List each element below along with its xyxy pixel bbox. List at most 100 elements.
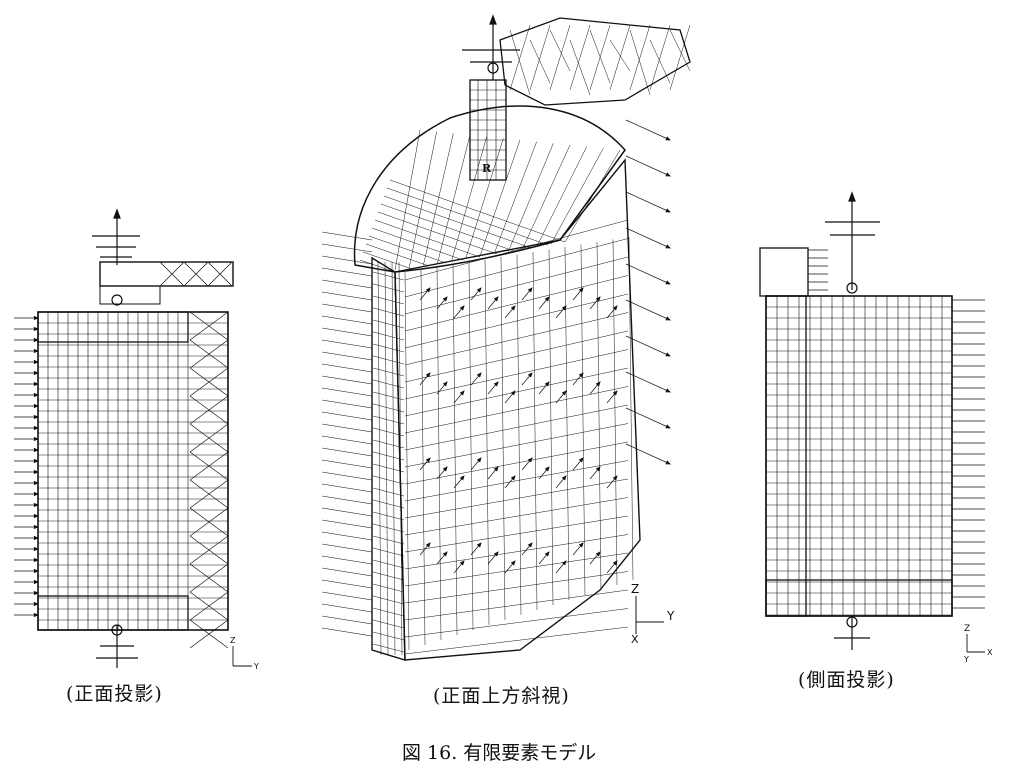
- front-brace-line: [189, 339, 229, 369]
- oblique-load-arrow: [625, 263, 671, 285]
- face-ring: [372, 343, 405, 353]
- oblique-load-arrow: [625, 227, 671, 249]
- arrow-head: [425, 542, 431, 548]
- arrow-head: [476, 372, 482, 378]
- side-vertical: [436, 266, 442, 641]
- arrow-head: [527, 457, 533, 463]
- roof-radial: [394, 129, 421, 271]
- roof-ring: [386, 187, 549, 246]
- front-top-band: [37, 311, 189, 343]
- side-axis-triad: Z X Y: [963, 624, 993, 664]
- front-axis-triad: Z Y: [230, 636, 259, 671]
- roof-radial: [437, 134, 471, 264]
- arrow-head: [459, 560, 465, 566]
- front-brace-line: [189, 423, 229, 453]
- arrow-head: [459, 390, 465, 396]
- arrow-head: [33, 524, 40, 530]
- arrow-head: [33, 337, 40, 343]
- face-ring: [372, 619, 405, 629]
- oblique-left-load-line: [321, 363, 373, 373]
- oblique-left-load-line: [321, 471, 373, 481]
- oblique-axis-x: X: [631, 633, 639, 646]
- oblique-marker-r: R: [482, 162, 492, 175]
- side-horizontal: [404, 608, 629, 638]
- crown-tri-line: [649, 24, 671, 91]
- crown-tri-line: [569, 39, 591, 96]
- crown-tri-line: [529, 39, 551, 84]
- front-brace-line: [159, 261, 185, 287]
- arrow-head: [510, 560, 516, 566]
- arrow-head: [612, 390, 618, 396]
- side-left-core: [765, 295, 807, 617]
- front-top-support-symbol: [92, 208, 140, 306]
- arrow-head: [33, 436, 40, 442]
- side-vertical: [516, 254, 522, 616]
- arrow-head: [665, 460, 671, 465]
- side-horizontal: [404, 423, 629, 468]
- arrow-head: [527, 287, 533, 293]
- side-top-tower: [759, 247, 809, 297]
- oblique-load-arrows: [419, 119, 671, 574]
- oblique-crown-mesh: [509, 24, 691, 96]
- face-ring: [372, 319, 405, 329]
- side-horizontal: [404, 460, 629, 502]
- crown-tri-line: [669, 29, 691, 72]
- face-ring: [372, 451, 405, 461]
- side-mesh-grid: [765, 295, 952, 616]
- side-horizontal: [404, 238, 629, 298]
- oblique-left-load-line: [321, 351, 373, 361]
- oblique-left-load-line: [321, 255, 373, 265]
- arrow-head: [33, 557, 40, 563]
- roof-ring: [362, 251, 413, 270]
- arrow-head: [578, 542, 584, 548]
- face-vertical: [384, 261, 389, 656]
- oblique-left-load-line: [321, 483, 373, 493]
- oblique-left-load-line: [321, 339, 373, 349]
- oblique-load-arrow: [625, 335, 671, 357]
- roof-ring: [383, 195, 532, 249]
- front-brace-line: [189, 507, 229, 537]
- roof-ring: [371, 227, 464, 261]
- arrow-head: [527, 542, 533, 548]
- front-base-band: [37, 595, 189, 631]
- arrow-head: [33, 579, 40, 585]
- side-horizontal: [404, 275, 629, 332]
- arrow-head: [33, 502, 40, 508]
- arrow-head: [33, 590, 40, 596]
- side-horizontal: [404, 626, 629, 655]
- roof-radial: [522, 144, 571, 250]
- side-vertical: [404, 271, 410, 651]
- side-axis-y: Y: [963, 655, 969, 664]
- front-bracing: [159, 261, 233, 649]
- crown-tri-line: [509, 29, 531, 96]
- arrow-head: [665, 172, 671, 177]
- arrow-head: [544, 466, 550, 472]
- arrow-head: [33, 469, 40, 475]
- oblique-left-load-line: [321, 243, 373, 253]
- roof-radial: [508, 143, 554, 252]
- oblique-left-load-line: [321, 387, 373, 397]
- roof-ring: [359, 259, 396, 273]
- oblique-left-load-line: [321, 267, 373, 277]
- arrow-head: [561, 390, 567, 396]
- arrow-head: [578, 372, 584, 378]
- arrow-head: [561, 560, 567, 566]
- side-vertical: [612, 239, 618, 586]
- crown-tri-line: [549, 24, 571, 91]
- oblique-left-load-line: [321, 615, 373, 625]
- figure-caption: 図 16. 有限要素モデル: [402, 742, 597, 764]
- roof-ring: [380, 203, 515, 252]
- face-ring: [372, 571, 405, 581]
- face-ring: [372, 367, 405, 377]
- oblique-axis-triad: Z Y X: [631, 582, 675, 646]
- arrow-head: [665, 280, 671, 285]
- oblique-load-arrow: [625, 371, 671, 393]
- arrow-head: [493, 551, 499, 557]
- oblique-left-load-line: [321, 291, 373, 301]
- front-brace-line: [207, 261, 233, 287]
- arrow-head: [33, 348, 40, 354]
- arrow-head: [665, 424, 671, 429]
- side-load-arrows: [808, 249, 985, 609]
- oblique-left-load-line: [321, 423, 373, 433]
- oblique-axis-z: Z: [631, 582, 639, 596]
